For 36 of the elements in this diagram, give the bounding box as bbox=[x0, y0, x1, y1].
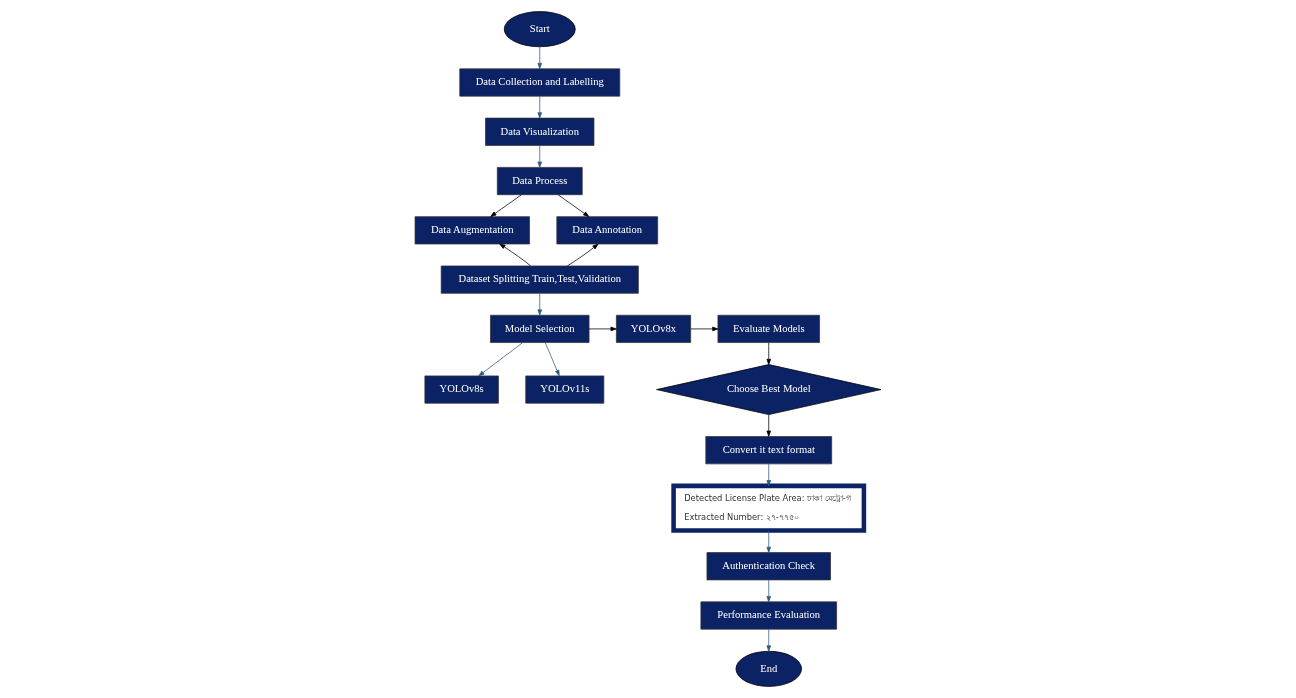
node-box: YOLOv8x bbox=[615, 314, 692, 343]
arrow bbox=[766, 579, 771, 603]
node-box: Convert it text format bbox=[705, 436, 833, 465]
node-box: YOLOv11s bbox=[525, 375, 605, 404]
node-box: Data Collection and Labelling bbox=[459, 68, 621, 97]
node-box: Data Augmentation bbox=[414, 216, 530, 245]
arrow bbox=[537, 46, 542, 70]
arrow bbox=[499, 243, 532, 267]
node-box: Performance Evaluation bbox=[700, 601, 837, 630]
node-box: Detected License Plate Area: ঢাকা মেট্রো-গ Extracted Number: ২৭-৭৭৫০ bbox=[671, 483, 867, 533]
arrow bbox=[537, 95, 542, 119]
node-box: Data Visualization bbox=[485, 117, 595, 146]
arrow bbox=[766, 530, 771, 553]
arrow bbox=[537, 293, 542, 316]
node-box: YOLOv8s bbox=[424, 375, 499, 404]
node-box: Evaluate Models bbox=[717, 314, 820, 343]
node-box: Data Annotation bbox=[556, 216, 659, 245]
arrow bbox=[544, 342, 560, 377]
node-box: Model Selection bbox=[490, 314, 590, 343]
arrow bbox=[766, 342, 771, 365]
arrow bbox=[766, 628, 771, 652]
node-box: Authentication Check bbox=[706, 552, 831, 581]
arrow bbox=[490, 194, 522, 217]
arrow bbox=[588, 326, 617, 332]
arrow bbox=[567, 243, 599, 267]
node-box: Dataset Splitting Train,Test,Validation bbox=[440, 265, 639, 294]
arrow bbox=[766, 463, 771, 487]
arrow bbox=[557, 194, 590, 217]
arrow bbox=[537, 145, 542, 168]
arrow bbox=[766, 414, 771, 437]
node-ellipse: End bbox=[735, 650, 802, 687]
arrow bbox=[478, 342, 523, 377]
node-ellipse: Start bbox=[503, 11, 576, 48]
arrow bbox=[690, 326, 719, 332]
node-diamond: Choose Best Model bbox=[656, 364, 882, 415]
node-box: Data Process bbox=[496, 167, 583, 196]
